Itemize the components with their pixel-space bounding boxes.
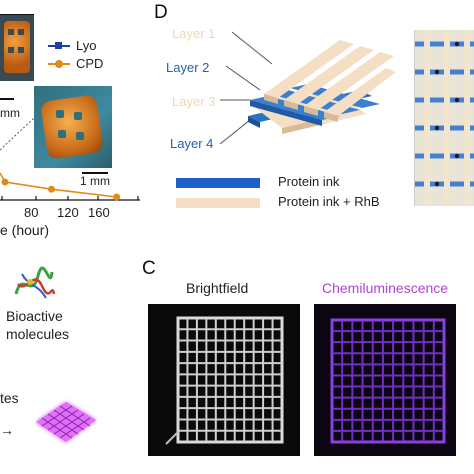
cpd-scaffold-photo-small: [0, 14, 34, 81]
xtick-120: 120: [57, 205, 79, 220]
scale-bar-left: [0, 98, 14, 100]
dotted-guide: [0, 117, 35, 151]
glowing-scaffold-icon: [36, 402, 96, 442]
bioactive-line-2: molecules: [6, 326, 70, 342]
layer-stack-diagram: [220, 31, 396, 145]
scale-label-left: mm: [0, 106, 20, 120]
xtick-160: 160: [88, 205, 110, 220]
layer-1-label: Layer 1: [172, 26, 216, 41]
legend-label-cpd: CPD: [76, 56, 104, 71]
cpd-line: [0, 172, 117, 198]
bioactive-line-1: Bioactive: [6, 308, 63, 324]
layer-4-label: Layer 4: [170, 136, 214, 151]
printed-lattice-photo: [414, 30, 474, 206]
legend-label-lyo: Lyo: [76, 38, 97, 53]
legend-swatch-protein-ink: [176, 178, 260, 188]
brightfield-image: [148, 304, 300, 456]
panel-d-label: D: [154, 2, 168, 23]
xtick-80: 80: [24, 205, 39, 220]
scale-label-right: 1 mm: [80, 174, 110, 188]
brightfield-title: Brightfield: [186, 280, 249, 296]
cpd-circle-marker: [55, 60, 63, 68]
panel-biomolecules: Bioactive molecules tes →: [0, 258, 120, 468]
legend-swatch-protein-ink-rhb: [176, 198, 260, 208]
cpd-point: [48, 185, 55, 193]
chemiluminescence-image: [314, 304, 456, 456]
layer-2-label: Layer 2: [166, 60, 210, 75]
panel-a-plot: [0, 117, 140, 201]
panel-a: mm Lyo CPD 1 mm 80 120 160 e (hour): [0, 0, 150, 240]
cpd-point: [113, 193, 121, 201]
lattice-photo-pattern: [415, 30, 474, 206]
cpd-series: [0, 172, 121, 201]
layer-3-label: Layer 3: [172, 94, 216, 109]
tes-label: tes: [0, 390, 19, 406]
arrow-icon: →: [0, 422, 14, 438]
brightfield-grid: [165, 316, 284, 445]
chemiluminescence-grid: [330, 318, 446, 444]
lyo-square-marker: [55, 42, 62, 49]
legend-label-protein-ink-rhb: Protein ink + RhB: [278, 194, 380, 209]
cpd-point: [1, 178, 9, 186]
cpd-scaffold-photo-large: [34, 86, 112, 168]
protein-structure-icon: [14, 266, 56, 299]
legend-label-protein-ink: Protein ink: [278, 174, 340, 189]
panel-c-label: C: [142, 258, 156, 279]
chemiluminescence-title: Chemiluminescence: [322, 280, 449, 296]
x-axis-label: e (hour): [0, 222, 50, 238]
scale-bar-right: [82, 172, 108, 174]
